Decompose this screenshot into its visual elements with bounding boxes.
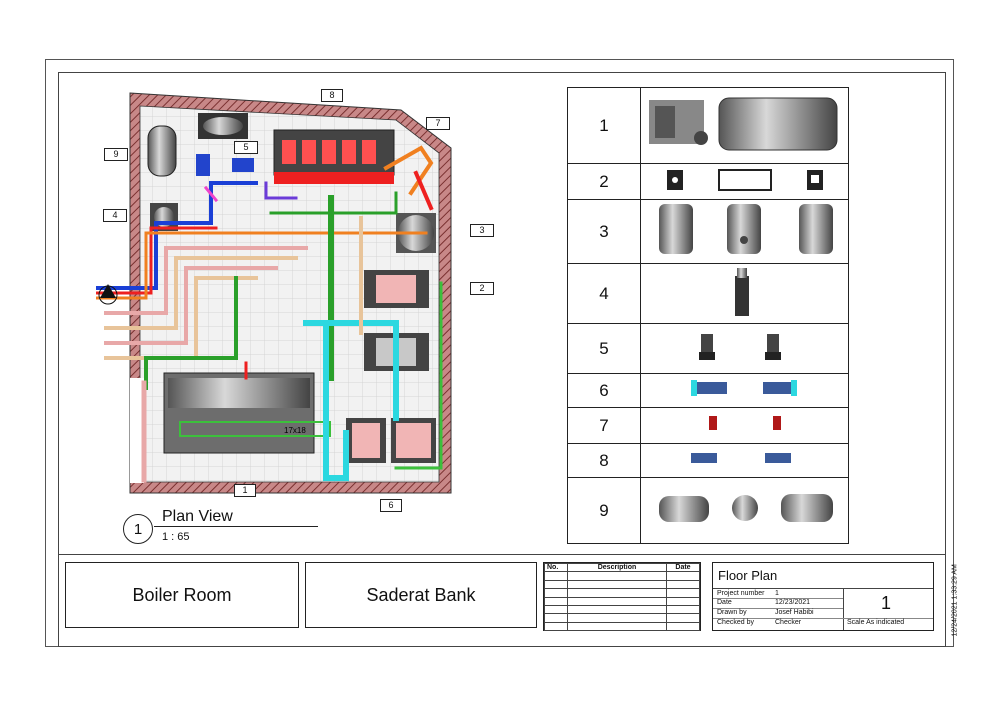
view-title-underline <box>154 526 318 527</box>
divider <box>713 598 843 599</box>
scale-note: Scale As indicated <box>847 619 905 626</box>
divider <box>713 618 933 619</box>
equipment-legend: 1 2 3 <box>567 87 849 544</box>
date-label: Date <box>717 599 732 606</box>
expansion-tank <box>147 125 177 177</box>
legend-row-symbols <box>640 263 849 324</box>
boiler-symbols <box>649 97 838 151</box>
checked-by-value: Checker <box>775 619 802 626</box>
callout-6: 6 <box>380 499 402 512</box>
callout-1: 1 <box>234 484 256 497</box>
legend-row-number: 3 <box>567 199 641 264</box>
legend-row-symbols <box>640 323 849 374</box>
checked-by-label: Checked by <box>717 619 754 626</box>
legend-row-number: 1 <box>567 87 641 164</box>
callout-5: 5 <box>234 141 258 154</box>
legend-row-symbols <box>640 163 849 200</box>
sheet-info-box: Floor Plan Project number 1 Date 12/23/2… <box>712 562 934 631</box>
callout-2: 2 <box>470 282 494 295</box>
drawn-by-value: Josef Habibi <box>775 609 814 616</box>
valve-symbols <box>709 416 781 430</box>
view-number-circle: 1 <box>123 514 153 544</box>
view-scale: 1 : 65 <box>162 531 190 543</box>
room-name-box: Boiler Room <box>65 562 299 628</box>
small-pump-symbols <box>691 453 791 463</box>
project-number-label: Project number <box>717 590 765 597</box>
print-timestamp: 12/24/2021 1:33:29 AM <box>948 560 962 640</box>
client-name-box: Saderat Bank <box>305 562 537 628</box>
legend-row-number: 9 <box>567 477 641 544</box>
divider <box>713 608 843 609</box>
revision-date-header: Date <box>666 562 700 573</box>
legend-row-number: 8 <box>567 443 641 478</box>
revision-table: No. Description Date <box>543 562 701 632</box>
legend-row-symbols <box>640 373 849 408</box>
callout-7: 7 <box>426 117 450 130</box>
legend-row-number: 5 <box>567 323 641 374</box>
date-value: 12/23/2021 <box>775 599 811 606</box>
sheet-inner-border <box>58 72 946 647</box>
legend-row-number: 2 <box>567 163 641 200</box>
expansion-vessel-symbol <box>735 268 749 316</box>
callout-9: 9 <box>104 148 128 161</box>
legend-row-number: 6 <box>567 373 641 408</box>
booster-pump-symbols <box>699 334 781 360</box>
drawn-by-label: Drawn by <box>717 609 747 616</box>
project-number-value: 1 <box>775 590 779 597</box>
plan-view-svg: 17x18 <box>94 92 452 494</box>
plan-view-drawing: 17x18 <box>94 88 516 512</box>
pump-symbols <box>667 169 823 191</box>
legend-row-symbols <box>640 443 849 478</box>
divider <box>713 588 933 589</box>
revision-description-header: Description <box>567 562 667 573</box>
view-title: Plan View <box>162 508 233 525</box>
legend-row-number: 7 <box>567 407 641 444</box>
callout-3: 3 <box>470 224 494 237</box>
print-timestamp-text: 12/24/2021 1:33:29 AM <box>951 564 959 637</box>
title-block-divider <box>58 554 946 555</box>
legend-row-symbols <box>640 407 849 444</box>
tank-symbols <box>659 204 833 254</box>
circulation-pump-symbols <box>691 380 797 396</box>
revision-no-header: No. <box>544 562 568 573</box>
legend-row-symbols <box>640 87 849 164</box>
legend-row-symbols <box>640 199 849 264</box>
sheet-number: 1 <box>881 593 892 613</box>
callout-8: 8 <box>321 89 343 102</box>
duct-size-label: 17x18 <box>284 426 306 435</box>
legend-row-number: 4 <box>567 263 641 324</box>
callout-4: 4 <box>103 209 127 222</box>
sheet-title: Floor Plan <box>718 568 778 583</box>
divider <box>843 588 844 630</box>
storage-tank-symbols <box>659 494 833 522</box>
legend-row-symbols <box>640 477 849 544</box>
